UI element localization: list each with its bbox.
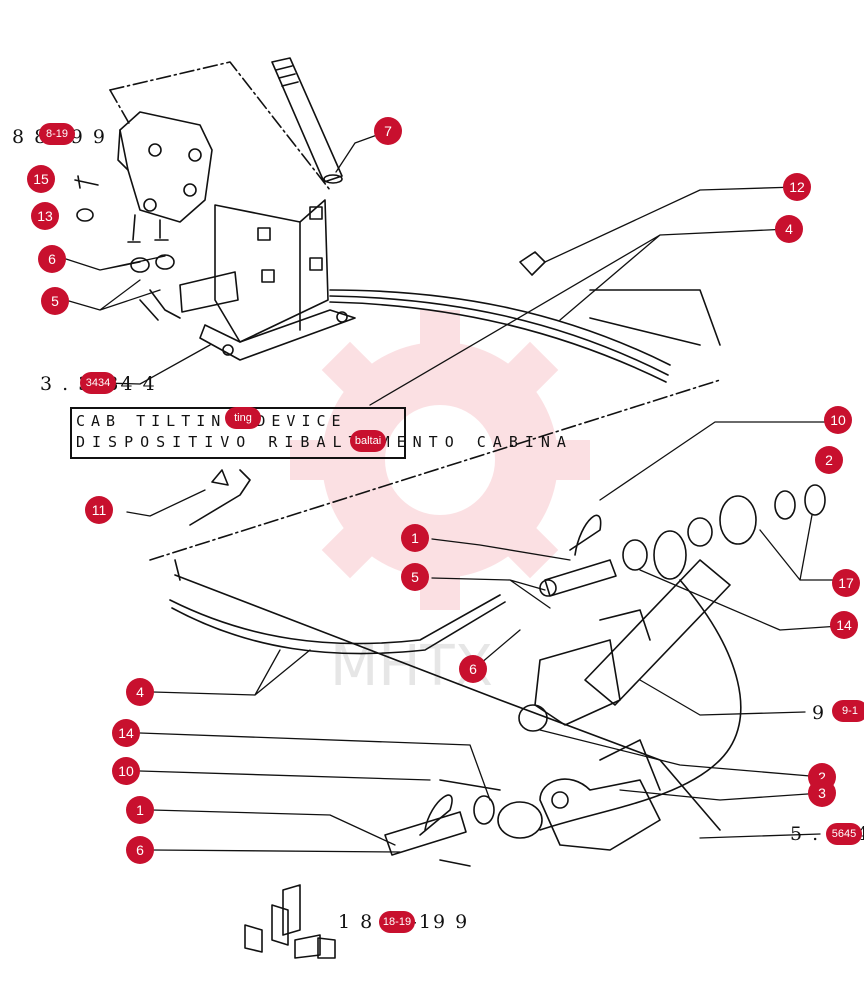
callout-6-middle[interactable]: 6 [459, 655, 487, 683]
callout-14-right[interactable]: 14 [830, 611, 858, 639]
callout-8-19[interactable]: 8-19 [39, 123, 75, 145]
washer [76, 208, 94, 222]
callout-4-lower[interactable]: 4 [126, 678, 154, 706]
callout-4-upper[interactable]: 4 [775, 215, 803, 243]
pin-lower [384, 811, 467, 856]
lower-bracket [539, 739, 661, 851]
callout-14-lower[interactable]: 14 [112, 719, 140, 747]
clip-lower [419, 794, 453, 836]
hose-clamp [519, 251, 546, 276]
title-english: CAB TILTING DEVICE [76, 412, 347, 430]
callout-5-middle[interactable]: 5 [401, 563, 429, 591]
callout-10-right[interactable]: 10 [824, 406, 852, 434]
callout-15[interactable]: 15 [27, 165, 55, 193]
callout-18-19[interactable]: 18-19 [379, 911, 415, 933]
callout-3434[interactable]: 3434 [80, 372, 116, 394]
clip-upper [569, 514, 602, 556]
washer-lower [473, 795, 495, 825]
callout-12[interactable]: 12 [783, 173, 811, 201]
callout-3[interactable]: 3 [808, 779, 836, 807]
hand-pump [117, 111, 213, 243]
callout-ting[interactable]: ting [225, 407, 261, 429]
callout-5-upper[interactable]: 5 [41, 287, 69, 315]
hydraulic-cylinder [518, 559, 731, 732]
callout-6-upper[interactable]: 6 [38, 245, 66, 273]
hose-strap [189, 469, 251, 526]
dash-dot-line-top [109, 61, 331, 191]
upper-hoses [329, 289, 721, 383]
callout-1-upper[interactable]: 1 [401, 524, 429, 552]
cables [439, 530, 742, 839]
callout-baltai[interactable]: baltai [350, 430, 386, 452]
callout-2-right[interactable]: 2 [815, 446, 843, 474]
callout-6-lower[interactable]: 6 [126, 836, 154, 864]
callout-7[interactable]: 7 [374, 117, 402, 145]
callout-13[interactable]: 13 [31, 202, 59, 230]
callout-1-lower[interactable]: 1 [126, 796, 154, 824]
pin-upper [544, 559, 617, 597]
callout-11[interactable]: 11 [85, 496, 113, 524]
title-italian: DISPOSITIVO RIBALTAMENTO CABINA [76, 433, 573, 451]
callout-5645[interactable]: 5645 [826, 823, 862, 845]
lower-hoses [169, 559, 721, 831]
dash-dot-line-middle [149, 379, 721, 561]
manual-book-icon [244, 884, 336, 959]
dash-dot-line-left [109, 89, 131, 126]
callout-10-lower[interactable]: 10 [112, 757, 140, 785]
screw [74, 175, 99, 189]
fittings-left [130, 254, 181, 321]
callout-17[interactable]: 17 [832, 569, 860, 597]
watermark-gear-icon [290, 310, 590, 610]
mounting-bracket [179, 199, 356, 361]
threaded-rod [271, 57, 343, 184]
split-pin [439, 859, 471, 867]
seal-rings [622, 484, 826, 571]
callout-9-1[interactable]: 9-1 [832, 700, 864, 722]
leader-lines [65, 130, 849, 853]
